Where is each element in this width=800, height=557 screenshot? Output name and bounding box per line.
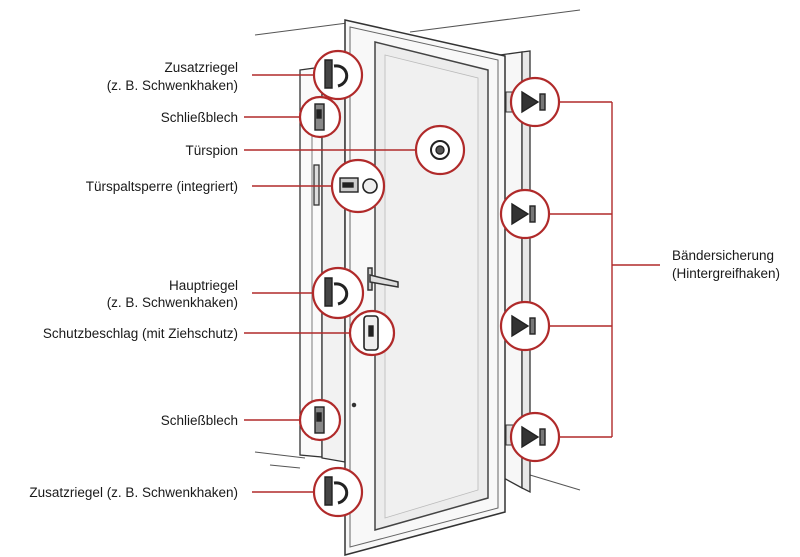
- label-tuerspaltsperre: Türspaltsperre (integriert): [86, 179, 238, 194]
- label-schliessblech-bottom: Schließblech: [161, 413, 238, 428]
- label-zusatzriegel-top-1: Zusatzriegel: [164, 60, 238, 75]
- callout-zusatzriegel-bottom: [312, 466, 364, 518]
- label-hauptriegel-2: (z. B. Schwenkhaken): [107, 295, 238, 310]
- label-hauptriegel-1: Hauptriegel: [169, 278, 238, 293]
- label-schliessblech-top: Schließblech: [161, 110, 238, 125]
- callout-zusatzriegel-top: [312, 49, 364, 101]
- label-tuerspion: Türspion: [185, 143, 238, 158]
- hardware-symbols: [314, 59, 546, 506]
- door-leaf: [344, 19, 506, 556]
- label-zusatzriegel-bottom: Zusatzriegel (z. B. Schwenkhaken): [29, 485, 238, 500]
- label-baendersicherung-1: Bändersicherung: [672, 248, 774, 263]
- text-labels: Zusatzriegel (z. B. Schwenkhaken) Schlie…: [29, 60, 780, 500]
- label-zusatzriegel-top-2: (z. B. Schwenkhaken): [107, 78, 238, 93]
- room-background: [254, 9, 581, 491]
- leader-lines: [244, 74, 660, 493]
- label-schutzbeschlag: Schutzbeschlag (mit Ziehschutz): [43, 326, 238, 341]
- callout-hauptriegel: [311, 266, 365, 320]
- label-baendersicherung-2: (Hintergreifhaken): [672, 266, 780, 281]
- door-frame-left: [299, 61, 346, 463]
